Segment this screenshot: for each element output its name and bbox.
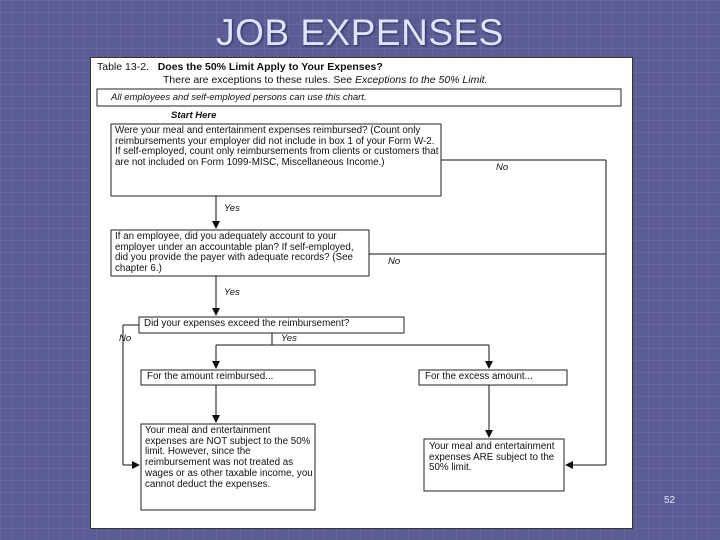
branch-box-reimbursed xyxy=(140,369,316,386)
question-box-2 xyxy=(110,229,370,277)
note-row xyxy=(96,88,622,107)
flowchart-table: Table 13-2. Does the 50% Limit Apply to … xyxy=(90,57,633,529)
result-subject-text: Your meal and entertainment expenses ARE… xyxy=(429,441,555,474)
table-subtitle-link: Exceptions to the 50% Limit. xyxy=(355,74,488,86)
label-yes-2: Yes xyxy=(224,287,240,298)
question-2-text: If an employee, did you adequately accou… xyxy=(115,231,354,275)
branch-box-excess xyxy=(418,369,568,386)
label-no-2: No xyxy=(388,256,401,267)
table-subtitle: There are exceptions to these rules. See… xyxy=(163,74,488,86)
branch-reimbursed-text: For the amount reimbursed... xyxy=(147,371,274,382)
page-number: 52 xyxy=(664,495,676,506)
result-box-subject xyxy=(423,438,565,492)
question-3-text: Did your expenses exceed the reimburseme… xyxy=(144,318,350,329)
flowchart-lines xyxy=(96,88,622,511)
label-yes-3: Yes xyxy=(281,333,297,344)
result-box-not-subject xyxy=(140,423,316,511)
table-subtitle-text: There are exceptions to these rules. See xyxy=(163,74,356,86)
branch-excess-text: For the excess amount... xyxy=(425,371,533,382)
label-no-3: No xyxy=(119,333,132,344)
label-no-1: No xyxy=(496,162,509,173)
table-id: Table 13-2. xyxy=(97,61,149,73)
table-heading: Table 13-2. Does the 50% Limit Apply to … xyxy=(97,61,383,73)
question-1-text: Were your meal and entertainment expense… xyxy=(115,125,439,169)
table-note: All employees and self-employed persons … xyxy=(111,92,367,103)
result-not-subject-text: Your meal and entertainment expenses are… xyxy=(145,425,313,490)
slide-title: JOB EXPENSES xyxy=(216,12,504,53)
start-label: Start Here xyxy=(171,110,217,121)
table-title: Does the 50% Limit Apply to Your Expense… xyxy=(157,61,383,73)
label-yes-1: Yes xyxy=(224,203,240,214)
